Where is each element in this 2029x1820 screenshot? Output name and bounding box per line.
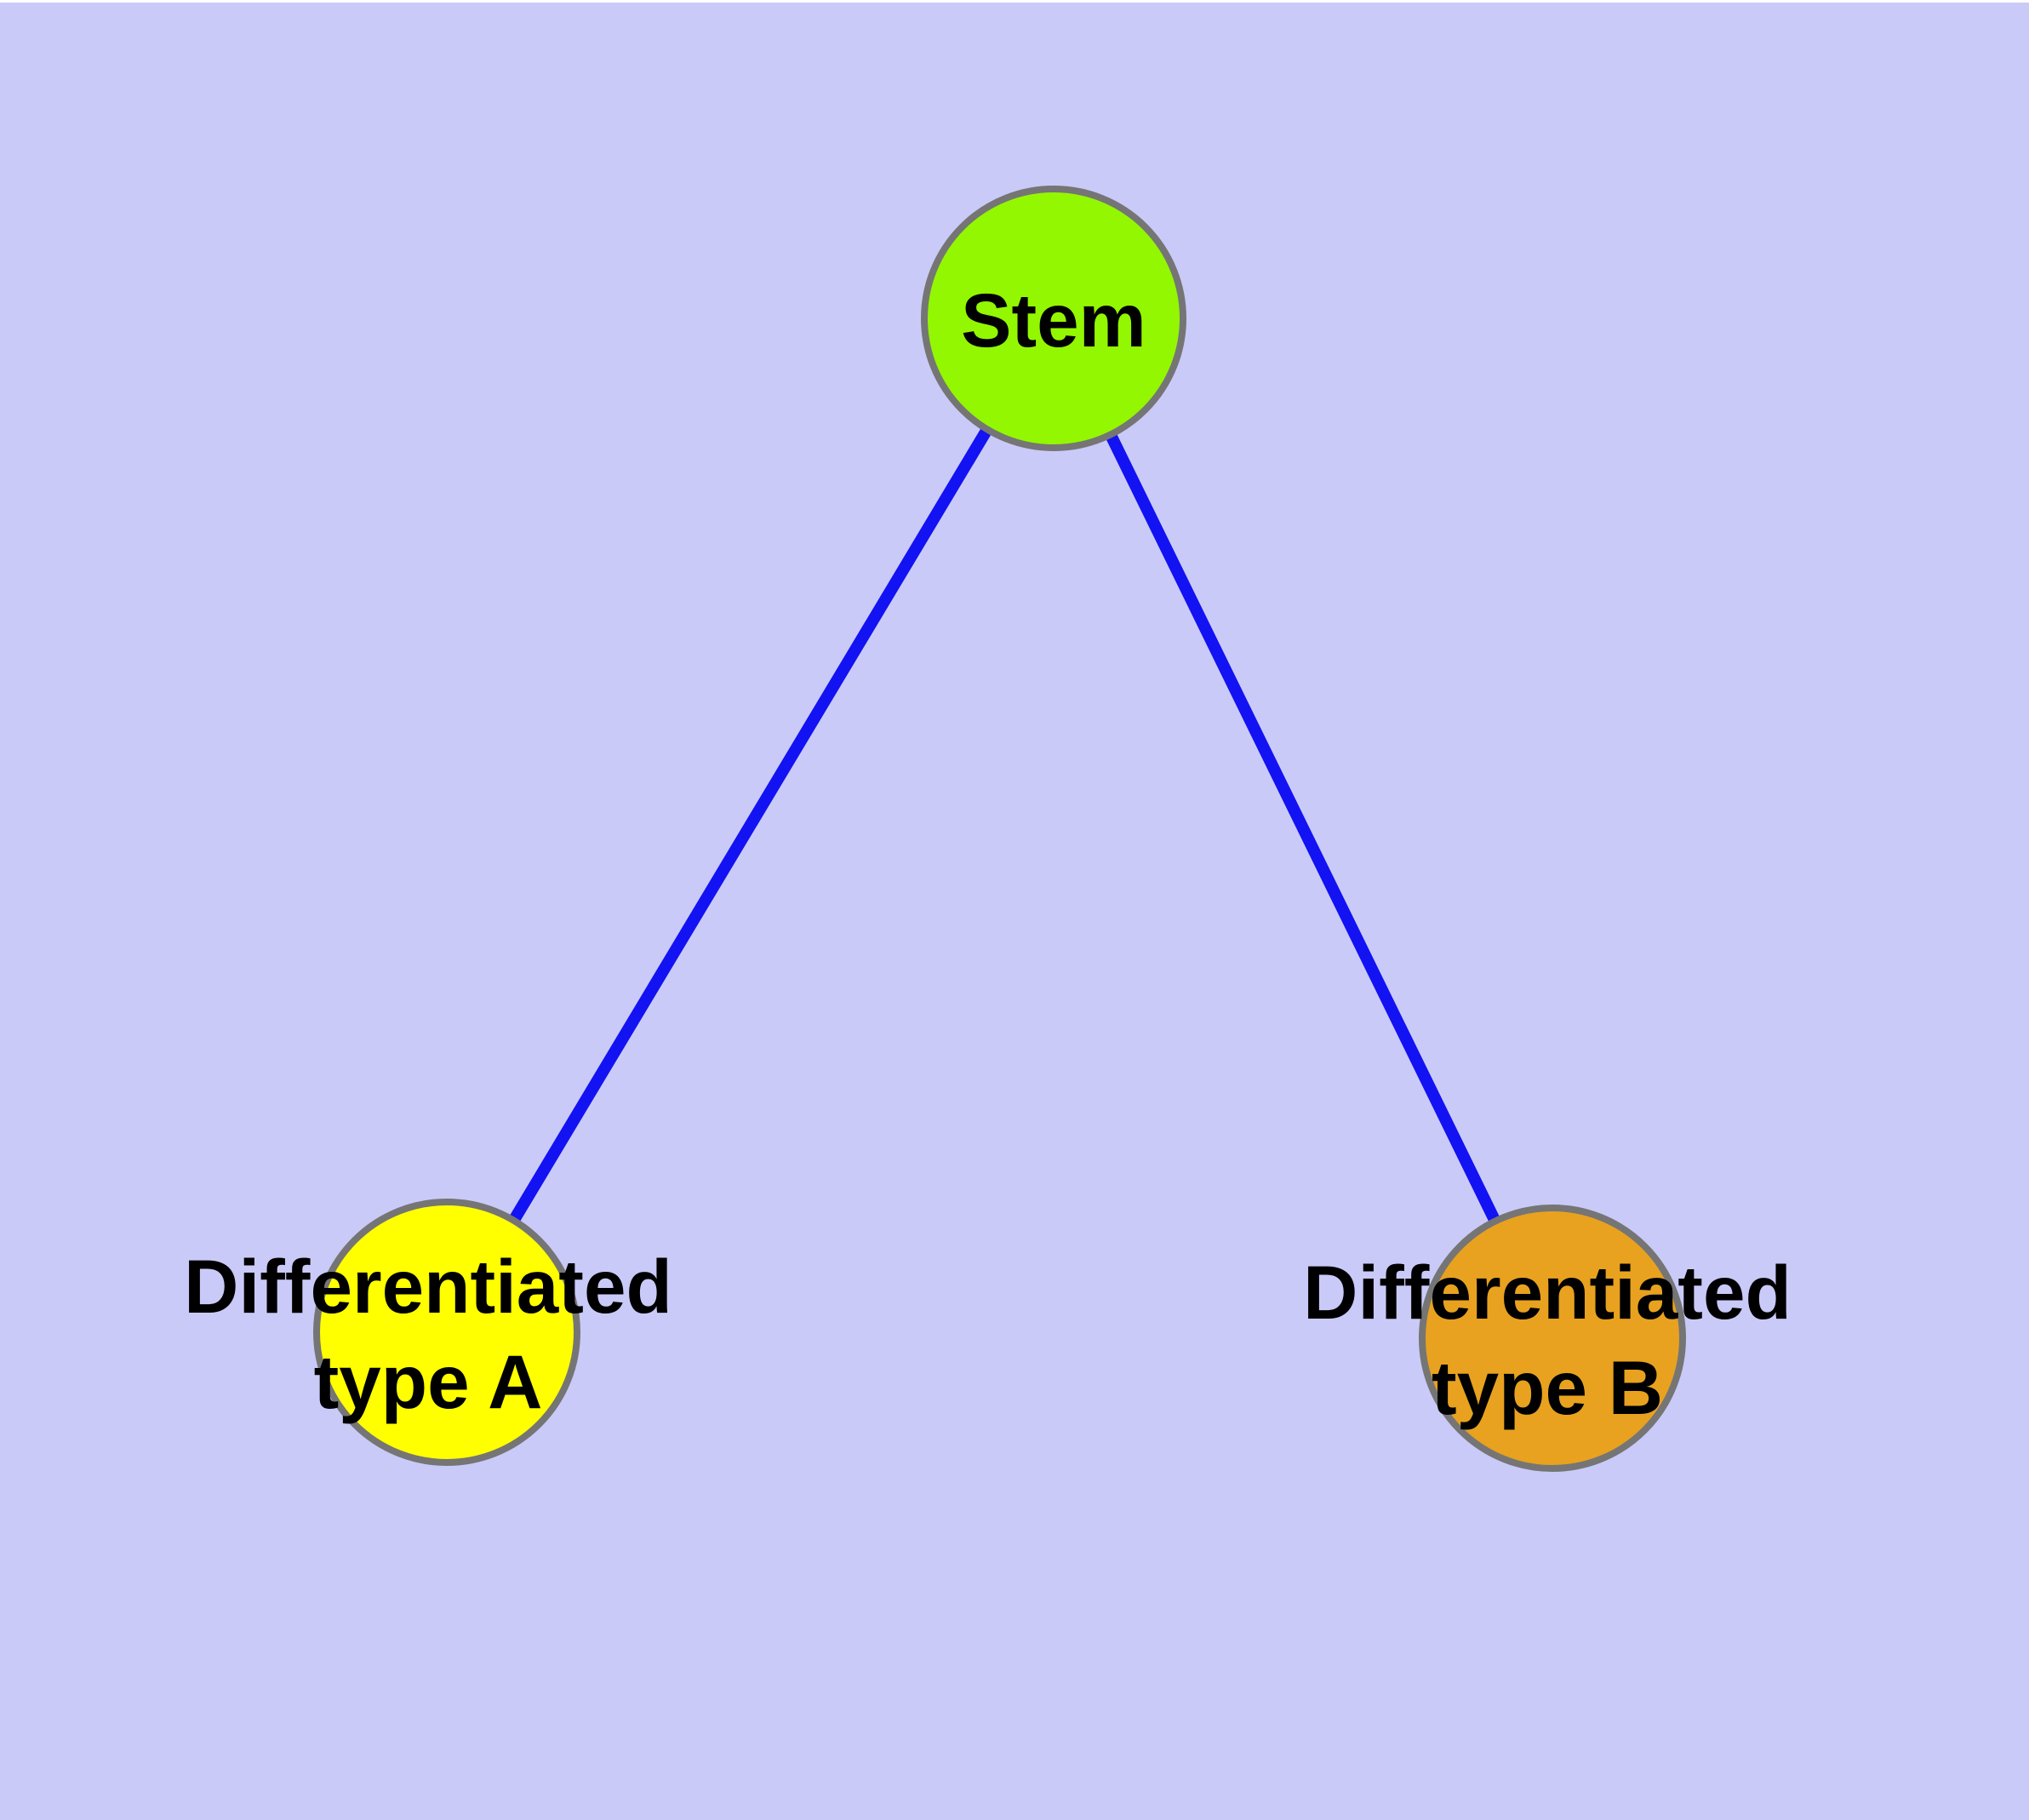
node-diff-a <box>313 1199 580 1466</box>
top-border-strip <box>0 0 2029 3</box>
node-diff-b <box>1419 1205 1686 1472</box>
node-label-line: type A <box>314 1339 543 1424</box>
node-stem <box>921 186 1186 451</box>
node-label-stem: Stem <box>961 278 1146 363</box>
node-label-diff-b: Differentiated type B <box>1303 1250 1792 1430</box>
node-label-line: Differentiated <box>184 1244 672 1329</box>
node-label-line: Stem <box>961 278 1146 363</box>
edge-stem-diff-b <box>1048 315 1558 1342</box>
node-label-line: type B <box>1432 1345 1663 1430</box>
edge-stem-diff-a <box>441 315 1060 1336</box>
node-label-line: Differentiated <box>1303 1250 1792 1335</box>
node-label-diff-a: Differentiated type A <box>184 1244 672 1424</box>
